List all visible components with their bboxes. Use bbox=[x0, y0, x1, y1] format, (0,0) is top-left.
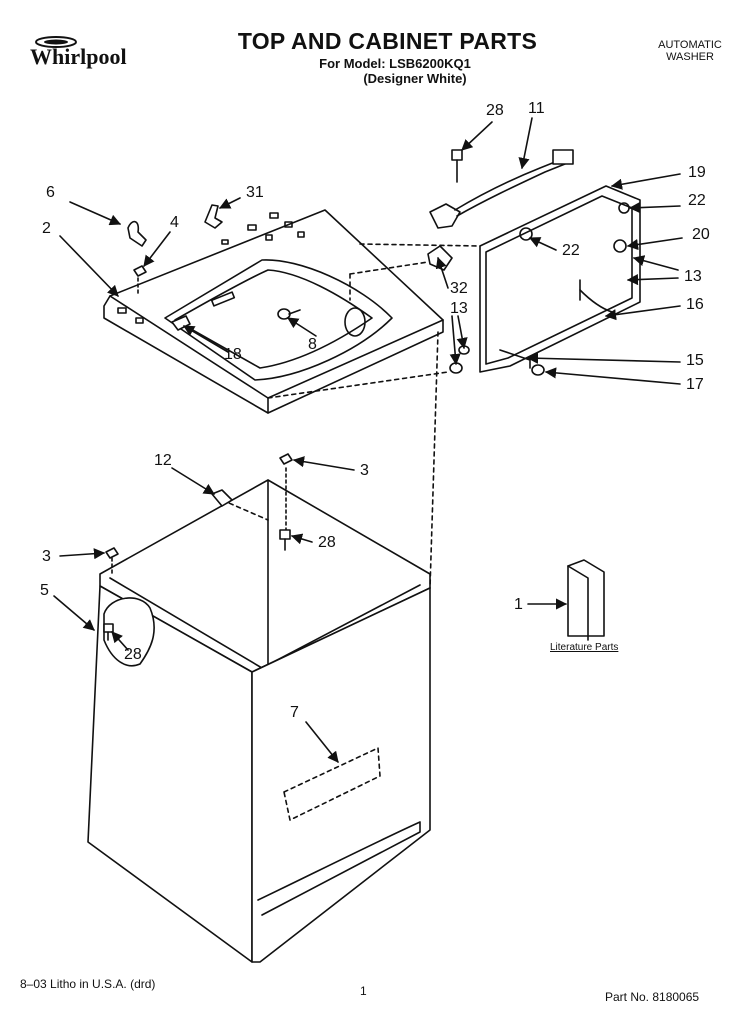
litho-note: 8–03 Litho in U.S.A. (drd) bbox=[20, 977, 156, 991]
callout-7: 7 bbox=[290, 704, 299, 721]
part-18-bumper bbox=[171, 315, 191, 331]
page-number: 1 bbox=[360, 984, 367, 998]
callout-31: 31 bbox=[246, 184, 264, 201]
cabinet bbox=[87, 479, 431, 963]
callout-22-mid: 22 bbox=[562, 242, 580, 259]
logo-swirl-icon bbox=[35, 36, 77, 48]
part-31-bracket bbox=[204, 204, 223, 229]
part-3-nut-left bbox=[105, 547, 119, 559]
callout-17: 17 bbox=[686, 376, 704, 393]
product-line-1: AUTOMATIC bbox=[658, 39, 722, 51]
callout-13-right: 13 bbox=[684, 268, 702, 285]
part-28-screw-cabinet bbox=[279, 529, 291, 551]
callout-28-cabinet: 28 bbox=[318, 534, 336, 551]
part-17-clip bbox=[531, 364, 545, 376]
model-line: For Model: LSB6200KQ1 bbox=[319, 56, 471, 71]
part-28-screw-top bbox=[451, 149, 463, 183]
part-12-plug bbox=[211, 489, 233, 507]
part-6-clip bbox=[127, 220, 147, 247]
part-number: Part No. 8180065 bbox=[605, 990, 700, 1004]
callout-1: 1 bbox=[514, 596, 523, 613]
callout-32: 32 bbox=[450, 280, 468, 297]
brand-name: Whirlpool bbox=[30, 44, 127, 69]
callout-15: 15 bbox=[686, 352, 704, 369]
top-panel bbox=[103, 209, 444, 414]
part-4-nut bbox=[133, 265, 147, 277]
part-19-control-panel-frame bbox=[479, 185, 641, 373]
callout-16: 16 bbox=[686, 296, 704, 313]
product-line-2: WASHER bbox=[666, 51, 714, 63]
callout-13-left: 13 bbox=[450, 300, 468, 317]
callout-19: 19 bbox=[688, 164, 706, 181]
part-28-screw-access bbox=[103, 623, 114, 641]
callout-11: 11 bbox=[528, 100, 545, 117]
callout-22-right: 22 bbox=[688, 192, 706, 209]
callout-leaders bbox=[53, 117, 683, 763]
page-title: TOP AND CABINET PARTS bbox=[237, 28, 538, 54]
callout-6: 6 bbox=[46, 184, 55, 201]
part-3-nut-top bbox=[279, 453, 293, 465]
callout-20: 20 bbox=[692, 226, 710, 243]
callout-12: 12 bbox=[154, 452, 172, 469]
callout-3-top: 3 bbox=[360, 462, 369, 479]
callout-8: 8 bbox=[308, 336, 317, 353]
part-11-wire-harness bbox=[429, 149, 574, 229]
callout-4: 4 bbox=[170, 214, 179, 231]
callout-2: 2 bbox=[42, 220, 51, 237]
literature-parts-label: Literature Parts bbox=[550, 642, 619, 653]
callout-3-left: 3 bbox=[42, 548, 51, 565]
literature-booklet bbox=[567, 559, 605, 641]
product-type: AUTOMATIC WASHER bbox=[640, 39, 740, 63]
callout-28-top: 28 bbox=[486, 102, 504, 119]
callout-18: 18 bbox=[224, 346, 242, 363]
whirlpool-logo: Whirlpool bbox=[22, 34, 172, 74]
callout-5: 5 bbox=[40, 582, 49, 599]
part-8-screw bbox=[277, 308, 301, 320]
model-info: For Model: LSB6200KQ1 (Designer White) bbox=[290, 56, 500, 86]
callout-28-access: 28 bbox=[124, 646, 142, 663]
variant-line: (Designer White) bbox=[363, 71, 467, 86]
